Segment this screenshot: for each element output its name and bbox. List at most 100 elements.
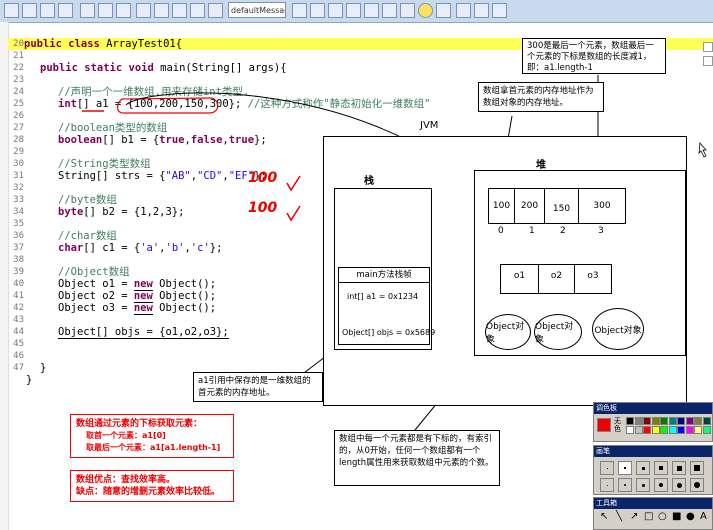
color-swatch[interactable]: [702, 417, 711, 425]
scroll-button[interactable]: [703, 42, 713, 52]
code-line-38[interactable]: //Object数组: [58, 266, 130, 278]
toolbar-button[interactable]: [40, 3, 55, 18]
color-swatch[interactable]: [660, 426, 668, 434]
brush-size-button[interactable]: [618, 478, 632, 492]
color-swatch[interactable]: [694, 417, 702, 425]
brush-size-button[interactable]: [636, 478, 650, 492]
toolbar-button[interactable]: [474, 3, 489, 18]
array-index: 0: [498, 226, 504, 236]
align-right-icon[interactable]: [190, 3, 205, 18]
code-line-33[interactable]: byte[] b2 = {1,2,3};: [58, 206, 185, 218]
code-line-20[interactable]: public class ArrayTest01{: [24, 38, 183, 50]
color-swatch[interactable]: [643, 417, 651, 425]
color-swatch[interactable]: [626, 417, 634, 425]
note-index-length: 数组中每一个元素都是有下标的，有索引的，从0开始，任何一个数组都有一个lengt…: [334, 430, 500, 486]
arrow-tool-icon[interactable]: ↗: [630, 511, 639, 522]
int-array: 100 200 150 300: [488, 188, 626, 224]
code-line-36[interactable]: char[] c1 = {'a','b','c'};: [58, 242, 223, 254]
code-line-40[interactable]: Object o2 = new Object();: [58, 290, 217, 303]
color-swatch[interactable]: [685, 417, 694, 425]
select-tool-icon[interactable]: ↖: [600, 511, 609, 522]
color-swatch[interactable]: [668, 426, 677, 434]
color-swatch[interactable]: [651, 426, 660, 434]
toolbar-button[interactable]: [456, 3, 471, 18]
align-justify-icon[interactable]: [208, 3, 223, 18]
code-line-35[interactable]: //char数组: [58, 230, 117, 242]
code-line-24[interactable]: int[] a1 = {100,200,150,300}; //这种方式称作"静…: [58, 98, 431, 110]
color-swatch[interactable]: [651, 417, 660, 425]
color-swatch[interactable]: [677, 417, 685, 425]
brush-size-button[interactable]: [672, 478, 686, 492]
smiley-icon[interactable]: [418, 3, 433, 18]
color-swatch[interactable]: [626, 426, 634, 434]
color-swatch[interactable]: [702, 426, 711, 434]
object-node: Object对象: [592, 308, 644, 350]
toolbar-button[interactable]: [364, 3, 379, 18]
ellipse-tool-icon[interactable]: ○: [658, 511, 667, 522]
toolbar-button[interactable]: [400, 3, 415, 18]
toolbar-button[interactable]: [436, 3, 451, 18]
frame-label: main方法栈帧: [339, 268, 429, 283]
code-line-27[interactable]: boolean[] b1 = {true,false,true};: [58, 134, 267, 146]
toolbar-button[interactable]: [328, 3, 343, 18]
brush-size-button[interactable]: [600, 478, 614, 492]
font-select[interactable]: defaultMessage: [228, 2, 286, 18]
color-swatch[interactable]: [660, 417, 668, 425]
code-line-26[interactable]: //boolean类型的数组: [58, 122, 168, 134]
code-line-39[interactable]: Object o1 = new Object();: [58, 278, 217, 291]
color-swatch[interactable]: [668, 417, 677, 425]
note-first-element-address: 数组拿首元素的内存地址作为数组对象的内存地址。: [478, 82, 604, 112]
array-index: 1: [529, 226, 535, 236]
toolbar-button[interactable]: [346, 3, 361, 18]
color-swatch[interactable]: [677, 426, 685, 434]
code-line-43[interactable]: Object[] objs = {o1,o2,o3};: [58, 326, 229, 339]
toolbar-button[interactable]: [80, 3, 95, 18]
brush-size-button[interactable]: [690, 478, 704, 492]
toolbar-button[interactable]: [116, 3, 131, 18]
text-tool-icon[interactable]: A: [700, 511, 707, 522]
brush-size-button[interactable]: [654, 478, 668, 492]
code-line-29[interactable]: //String类型数组: [58, 158, 151, 170]
code-line-32[interactable]: //byte数组: [58, 194, 117, 206]
fill-ellipse-tool-icon[interactable]: ●: [686, 511, 695, 522]
line-number: 20: [13, 39, 24, 49]
tools-title: 工具箱: [594, 498, 712, 509]
line-number: 43: [13, 315, 24, 325]
color-swatch[interactable]: [685, 426, 694, 434]
toolbar-button[interactable]: [98, 3, 113, 18]
color-swatch[interactable]: [694, 426, 702, 434]
toolbar-button[interactable]: [58, 3, 73, 18]
scroll-button[interactable]: [703, 56, 713, 66]
toolbar-button[interactable]: [4, 3, 19, 18]
code-line-41[interactable]: Object o3 = new Object();: [58, 302, 217, 315]
brush-size-button[interactable]: [690, 461, 704, 475]
color-swatch[interactable]: [634, 417, 643, 425]
brush-size-button[interactable]: [654, 461, 668, 475]
code-line-46[interactable]: }: [40, 362, 47, 374]
brush-size-button[interactable]: [600, 461, 614, 475]
toolbar-button[interactable]: [22, 3, 37, 18]
code-line-23[interactable]: //声明一个一维数组,用来存储int类型.: [58, 86, 250, 98]
toolbar-button[interactable]: [492, 3, 507, 18]
align-center-icon[interactable]: [172, 3, 187, 18]
toolbar-button[interactable]: [310, 3, 325, 18]
brush-title: 画笔: [594, 446, 712, 457]
rect-tool-icon[interactable]: □: [644, 511, 654, 522]
brush-size-button[interactable]: [672, 461, 686, 475]
fill-rect-tool-icon[interactable]: ■: [672, 511, 682, 522]
brush-size-button[interactable]: [618, 461, 632, 475]
array-cell: 300: [593, 201, 611, 211]
align-left-icon[interactable]: [154, 3, 169, 18]
toolbar-button[interactable]: [292, 3, 307, 18]
line-tool-icon[interactable]: ╲: [616, 511, 623, 522]
toolbar-button[interactable]: [382, 3, 397, 18]
palette-title: 调色板: [594, 403, 712, 414]
code-line-22[interactable]: public static void main(String[] args){: [40, 62, 287, 74]
code-line-47[interactable]: }: [26, 374, 33, 386]
color-swatch[interactable]: [634, 426, 643, 434]
color-swatch[interactable]: [643, 426, 651, 434]
brush-size-button[interactable]: [636, 461, 650, 475]
toolbar-button[interactable]: [136, 3, 151, 18]
current-color-swatch[interactable]: [597, 418, 611, 432]
code-line-30[interactable]: String[] strs = {"AB","CD","EF"};: [58, 170, 267, 182]
